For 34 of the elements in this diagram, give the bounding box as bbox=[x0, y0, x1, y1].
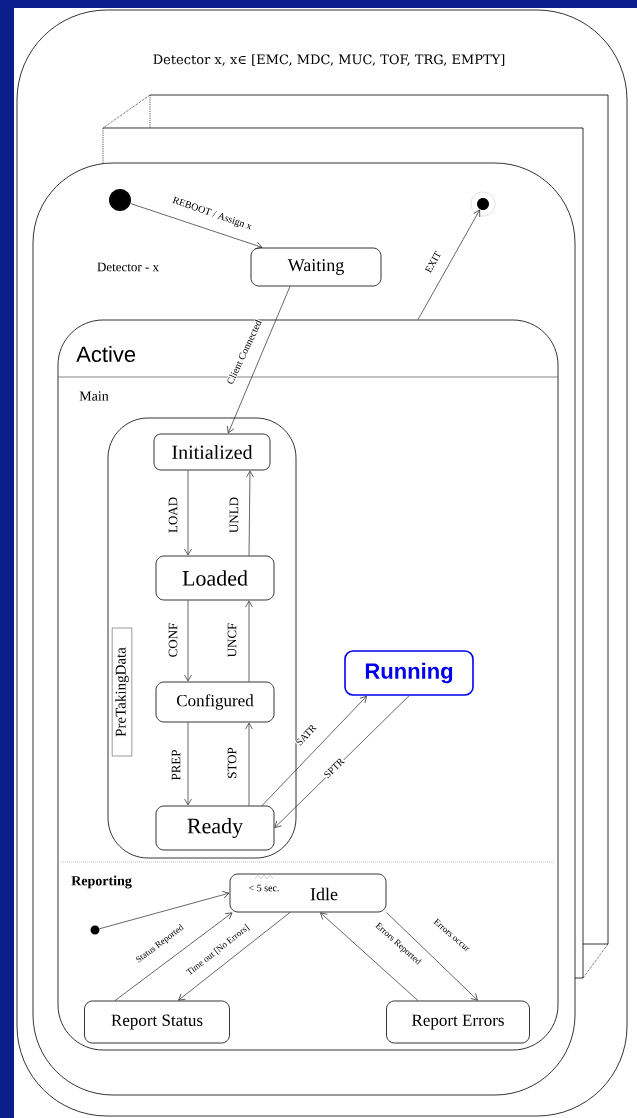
arrow bbox=[99, 891, 230, 930]
arrow bbox=[184, 470, 192, 556]
edge-label: UNCF bbox=[227, 622, 237, 658]
state-box: Running bbox=[344, 650, 474, 696]
arrow bbox=[417, 209, 481, 320]
edge-label: PREP bbox=[171, 748, 181, 782]
arrow bbox=[245, 600, 253, 682]
arrow bbox=[274, 695, 410, 828]
arrow bbox=[386, 912, 478, 1001]
arrow bbox=[184, 600, 192, 682]
arrow bbox=[227, 286, 291, 434]
arrow bbox=[245, 722, 253, 806]
arrow bbox=[178, 912, 291, 1001]
edge-label: EXIT bbox=[423, 249, 443, 275]
arrow bbox=[320, 912, 419, 1001]
final-state-symbol bbox=[470, 191, 496, 217]
state-box: Report Status bbox=[84, 1000, 230, 1044]
edge-label: UNLD bbox=[229, 496, 239, 534]
state-box: Waiting bbox=[250, 247, 382, 287]
edge-label: STOP bbox=[227, 746, 237, 780]
state-box: Configured bbox=[155, 681, 275, 723]
arrow bbox=[261, 695, 367, 806]
arrow bbox=[130, 203, 263, 250]
initial-state-dot bbox=[109, 189, 131, 211]
edge-label: LOAD bbox=[168, 496, 178, 534]
arrow bbox=[184, 722, 192, 806]
state-box: < 5 sec. Idle bbox=[229, 873, 387, 913]
arrow bbox=[246, 470, 254, 556]
state-box: Report Errors bbox=[386, 1000, 530, 1044]
state-box: Initialized bbox=[153, 433, 271, 471]
state-box: Ready bbox=[155, 805, 275, 851]
arrow bbox=[114, 912, 233, 1001]
state-box: Loaded bbox=[155, 555, 275, 601]
edge-label: CONF bbox=[168, 622, 178, 658]
